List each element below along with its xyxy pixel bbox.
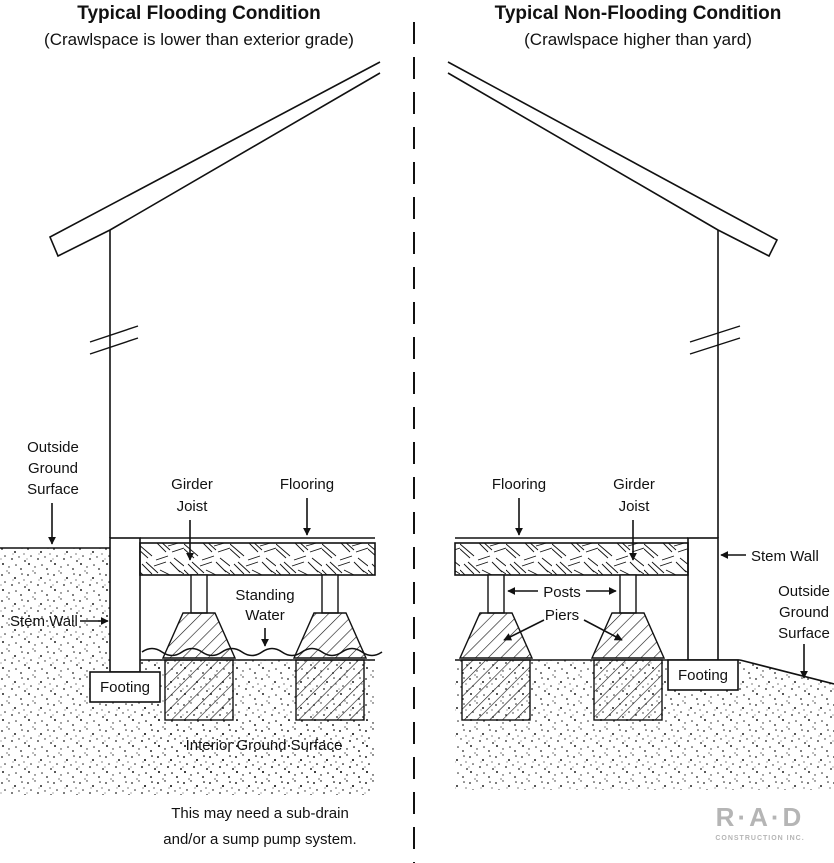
logo-main-text: R·A·D [716, 802, 805, 832]
roof-eave-left [48, 61, 381, 258]
non-flooding-condition-drawing: Typical Non-Flooding Condition (Crawlspa… [447, 3, 834, 790]
label-outside-right-2: Ground [779, 604, 829, 621]
logo-sub-text: CONSTRUCTION INC. [715, 835, 804, 842]
label-footing-right: Footing [678, 667, 728, 684]
footing-right [667, 659, 739, 691]
note-line-2: and/or a sump pump system. [163, 831, 356, 848]
right-subtitle: (Crawlspace higher than yard) [524, 30, 752, 49]
label-piers: Piers [545, 607, 579, 624]
label-flooring-right: Flooring [492, 476, 546, 493]
wall-break-mark-left-2 [89, 337, 139, 355]
label-posts: Posts [543, 584, 581, 601]
label-stem-wall-right: Stem Wall [751, 548, 819, 565]
label-outside-left-2: Ground [28, 460, 78, 477]
wall-break-mark-left-1 [89, 325, 139, 343]
flooding-condition-drawing: Typical Flooding Condition (Crawlspace i… [0, 3, 383, 848]
stem-wall-right [687, 537, 719, 661]
girder-joist-right [454, 542, 689, 576]
label-standing-1: Standing [235, 587, 294, 604]
pier-right-1 [458, 612, 534, 659]
label-outside-right-3: Surface [778, 625, 830, 642]
post-right-1 [487, 574, 505, 614]
standing-water-wave [141, 647, 383, 657]
pier-left-1 [161, 612, 237, 659]
label-interior-ground: Interior Ground Surface [186, 737, 343, 754]
arrow-piers-left [503, 619, 545, 641]
right-title: Typical Non-Flooding Condition [495, 3, 782, 24]
stem-wall-left [109, 537, 141, 673]
girder-joist-left [139, 542, 376, 576]
label-stem-wall-left: Stem Wall [10, 613, 78, 630]
pier-footing-left-1 [164, 659, 234, 721]
pier-right-2 [590, 612, 666, 659]
outside-grade-slope-right [739, 659, 834, 685]
label-standing-2: Water [245, 607, 284, 624]
post-left-1 [190, 574, 208, 614]
post-left-2 [321, 574, 339, 614]
left-subtitle: (Crawlspace is lower than exterior grade… [44, 30, 354, 49]
label-girder-left-2: Joist [177, 498, 209, 515]
pier-footing-right-2 [593, 659, 663, 721]
rad-logo: R·A·D CONSTRUCTION INC. [715, 802, 805, 842]
pier-left-2 [292, 612, 368, 659]
wall-break-mark-right-1 [689, 325, 741, 343]
roof-left [50, 62, 380, 256]
label-girder-left-1: Girder [171, 476, 213, 493]
roof-eave-right [447, 61, 779, 258]
right-soil [455, 660, 834, 790]
left-title: Typical Flooding Condition [77, 3, 320, 24]
label-outside-left-1: Outside [27, 439, 79, 456]
note-line-1: This may need a sub-drain [171, 805, 349, 822]
arrow-piers-right [583, 619, 623, 641]
label-outside-left-3: Surface [27, 481, 79, 498]
footing-left [89, 671, 161, 703]
pier-footing-left-2 [295, 659, 365, 721]
post-right-2 [619, 574, 637, 614]
label-flooring-left: Flooring [280, 476, 334, 493]
wall-break-mark-right-2 [689, 337, 741, 355]
pier-footing-right-1 [461, 659, 531, 721]
label-girder-right-2: Joist [619, 498, 651, 515]
label-girder-right-1: Girder [613, 476, 655, 493]
label-footing-left: Footing [100, 679, 150, 696]
label-outside-right-1: Outside [778, 583, 830, 600]
